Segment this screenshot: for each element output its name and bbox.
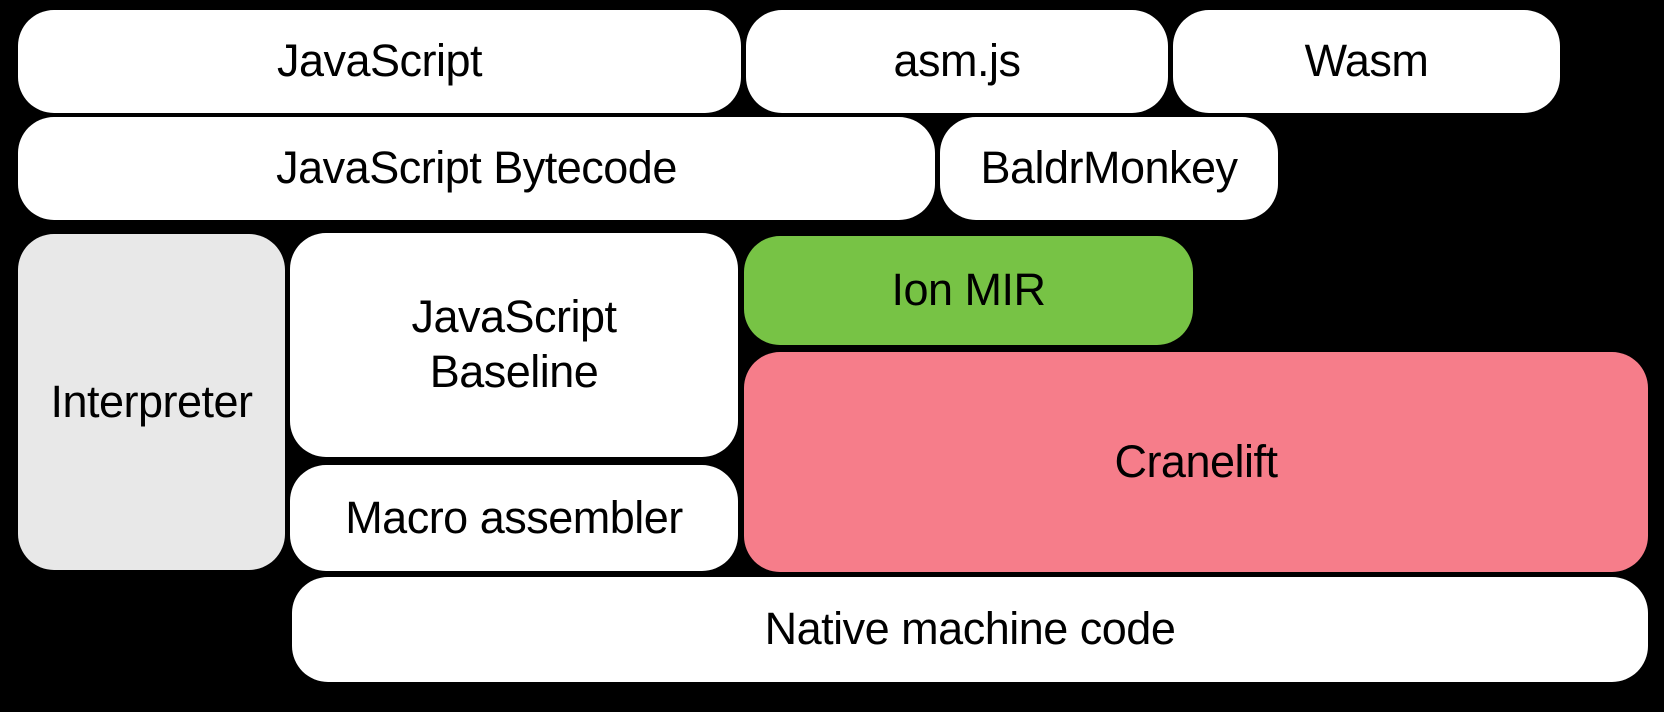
node-baldrmonkey: BaldrMonkey	[940, 117, 1278, 220]
node-javascript-label: JavaScript	[276, 35, 483, 87]
node-native-machine-code: Native machine code	[292, 577, 1648, 682]
node-wasm: Wasm	[1173, 10, 1560, 113]
node-native-machine-code-label: Native machine code	[764, 603, 1176, 655]
node-asmjs: asm.js	[746, 10, 1168, 113]
node-macro-assembler: Macro assembler	[290, 465, 738, 571]
node-asmjs-label: asm.js	[893, 35, 1021, 87]
node-ion-mir: Ion MIR	[744, 236, 1193, 345]
node-javascript-bytecode: JavaScript Bytecode	[18, 117, 935, 220]
node-javascript: JavaScript	[18, 10, 741, 113]
node-cranelift: Cranelift	[744, 352, 1648, 572]
node-ion-mir-label: Ion MIR	[891, 264, 1046, 316]
node-javascript-baseline-label: JavaScript Baseline	[411, 291, 617, 397]
node-javascript-bytecode-label: JavaScript Bytecode	[276, 142, 677, 194]
node-cranelift-label: Cranelift	[1114, 435, 1278, 487]
node-baldrmonkey-label: BaldrMonkey	[980, 142, 1238, 194]
node-wasm-label: Wasm	[1304, 35, 1429, 87]
node-interpreter-label: Interpreter	[50, 375, 253, 427]
node-javascript-baseline: JavaScript Baseline	[290, 233, 738, 457]
node-macro-assembler-label: Macro assembler	[345, 491, 683, 543]
node-interpreter: Interpreter	[18, 234, 285, 570]
